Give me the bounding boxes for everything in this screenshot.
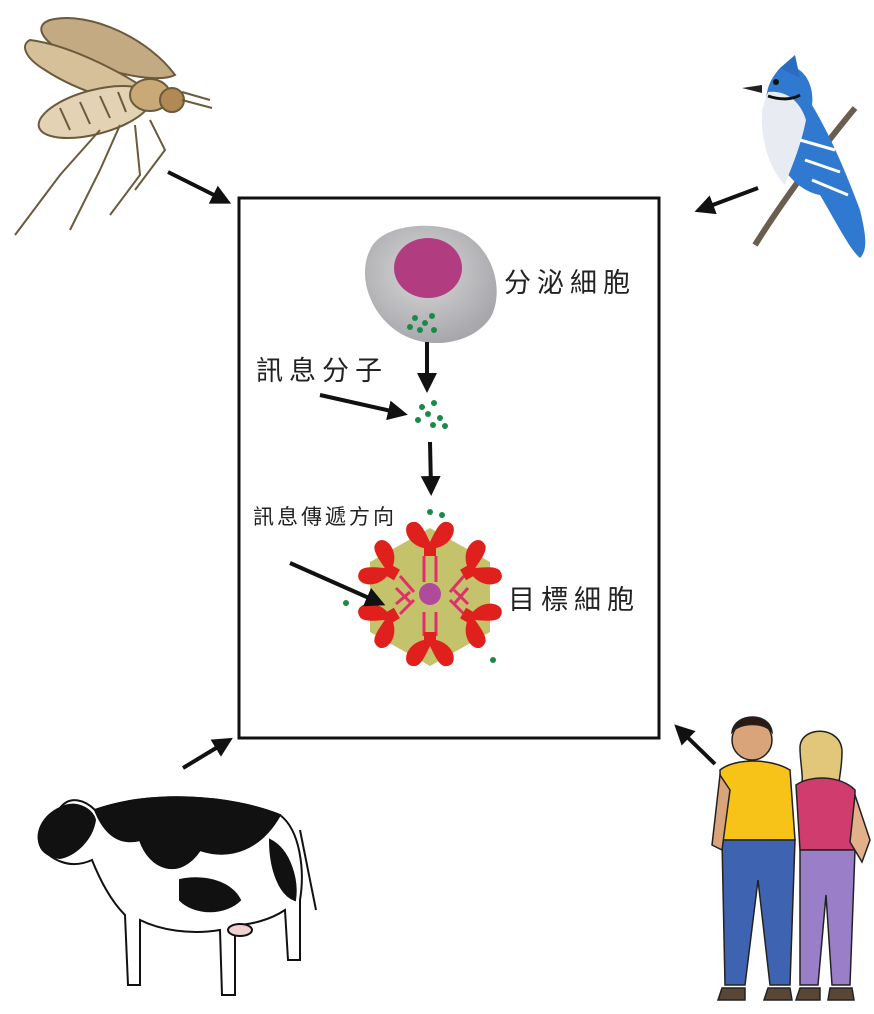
- target-cell-label: 目標細胞: [508, 585, 640, 616]
- secreting-cell-nucleus: [394, 238, 462, 298]
- cow-pointer: [183, 742, 226, 768]
- secreting-cell-label: 分泌細胞: [504, 268, 636, 299]
- signal-molecules: [415, 400, 448, 429]
- secreting-cell: [365, 226, 497, 343]
- target-cell: [343, 509, 505, 666]
- people-pointer: [680, 730, 715, 764]
- blue-jay-pointer: [702, 188, 758, 209]
- target-cell-center: [419, 583, 441, 605]
- fly-pointer: [168, 172, 224, 200]
- cow-icon: [39, 797, 316, 995]
- signal-molecule-pointer: [320, 395, 400, 413]
- people-couple-icon: [712, 717, 870, 1000]
- signal-direction-label: 訊息傳遞方向: [253, 505, 397, 529]
- signal-molecule-label: 訊息分子: [256, 356, 388, 387]
- blue-jay-icon: [742, 55, 865, 258]
- fly-icon: [15, 18, 212, 235]
- flow-arrow-2: [430, 442, 431, 488]
